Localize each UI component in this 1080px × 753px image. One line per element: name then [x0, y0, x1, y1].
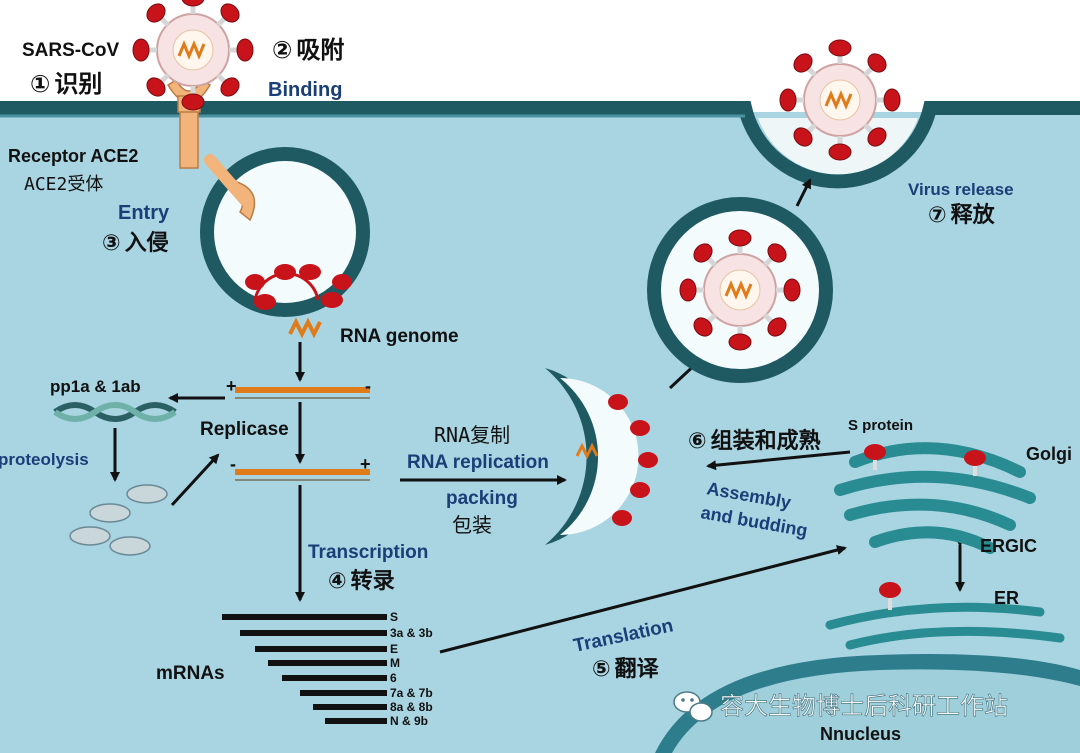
ergic-label: ERGIC: [980, 536, 1037, 556]
svg-text:②吸附: ②吸附: [272, 36, 344, 64]
minus-bottom-left: -: [230, 454, 236, 474]
step2-en: Binding: [268, 79, 342, 101]
rna-genome-label: RNA genome: [340, 326, 459, 347]
svg-text:①识别: ①识别: [30, 70, 102, 98]
mrna-label-6: 8a & 8b: [390, 700, 433, 714]
step4-number: ④: [328, 569, 347, 594]
step5-number: ⑤: [592, 657, 611, 682]
svg-text:④转录: ④转录: [328, 568, 395, 594]
replicase-label: Replicase: [200, 419, 289, 440]
plus-top-left: +: [226, 376, 237, 396]
assembly-crescent: [545, 368, 658, 545]
step5-zh: 翻译: [615, 657, 660, 682]
step7-number: ⑦: [928, 203, 947, 228]
step7-en: Virus release: [908, 180, 1014, 199]
mrna-labels: S 3a & 3b E M 6 7a & 7b 8a & 8b N & 9b: [390, 610, 433, 728]
s-protein-golgi: [864, 444, 986, 476]
virion-in-endosome: [245, 264, 352, 310]
receptor-zh: ACE2受体: [24, 174, 103, 195]
nucleus: [655, 654, 1080, 753]
golgi-label: Golgi: [1026, 444, 1072, 464]
step2-zh: 吸附: [296, 36, 344, 64]
packing-zh: 包装: [452, 513, 492, 537]
polyprotein-icon: [53, 402, 177, 422]
plasma-membrane: [0, 101, 1080, 189]
step6-number: ⑥: [688, 429, 707, 454]
step6-zh: 组装和成熟: [711, 428, 821, 454]
packing-en: packing: [446, 488, 518, 509]
receptor-en: Receptor ACE2: [8, 146, 138, 166]
step3-number: ③: [102, 231, 121, 256]
nucleus-label: Nnucleus: [820, 724, 901, 744]
mrna-label-2: E: [390, 642, 398, 656]
watermark-text: 容大生物博士后科研工作站: [720, 692, 1008, 720]
step3-en: Entry: [118, 202, 170, 224]
mrna-label-4: 6: [390, 671, 397, 685]
rna-replication-zh: RNA复制: [434, 423, 510, 447]
mrna-label-1: 3a & 3b: [390, 626, 433, 640]
step4-zh: 转录: [351, 568, 395, 594]
step3-zh: 入侵: [125, 230, 169, 256]
replication-strands: [235, 387, 370, 481]
rna-replication-en: RNA replication: [407, 452, 549, 473]
mrna-label-3: M: [390, 656, 400, 670]
svg-text:⑦释放: ⑦释放: [928, 202, 996, 228]
mrnas-label: mRNAs: [156, 663, 225, 684]
step2-number: ②: [272, 36, 292, 64]
plus-bottom-right: +: [360, 454, 371, 474]
endosome: [200, 147, 370, 317]
svg-text:③入侵: ③入侵: [102, 230, 169, 256]
cleaved-proteins: [69, 484, 168, 556]
step4-en: Transcription: [308, 542, 428, 563]
polyprotein-label: pp1a & 1ab: [50, 377, 141, 396]
sars-cov-virion-release: [780, 40, 900, 160]
step1-number: ①: [30, 70, 50, 98]
proteolysis-label: proteolysis: [0, 450, 89, 469]
step7-zh: 释放: [951, 202, 996, 228]
watermark: 容大生物博士后科研工作站: [673, 691, 1008, 722]
sars-cov-virion-vesicle: [680, 230, 800, 350]
s-protein-er: [879, 582, 901, 610]
minus-top-right: -: [365, 376, 371, 396]
svg-text:⑤翻译: ⑤翻译: [592, 657, 660, 682]
mrna-label-5: 7a & 7b: [390, 686, 433, 700]
wechat-icon: [673, 691, 713, 722]
cytoplasm: [0, 112, 1080, 753]
s-protein-label: S protein: [848, 417, 913, 434]
endoplasmic-reticulum: [825, 602, 1065, 650]
rna-genome-icon: [288, 317, 322, 339]
er-label: ER: [994, 588, 1019, 608]
step1-zh: 识别: [54, 70, 102, 98]
mrna-label-7: N & 9b: [390, 714, 428, 728]
virus-name: SARS-CoV: [22, 40, 119, 61]
mrna-bars: [222, 614, 387, 724]
mrna-label-0: S: [390, 610, 398, 624]
